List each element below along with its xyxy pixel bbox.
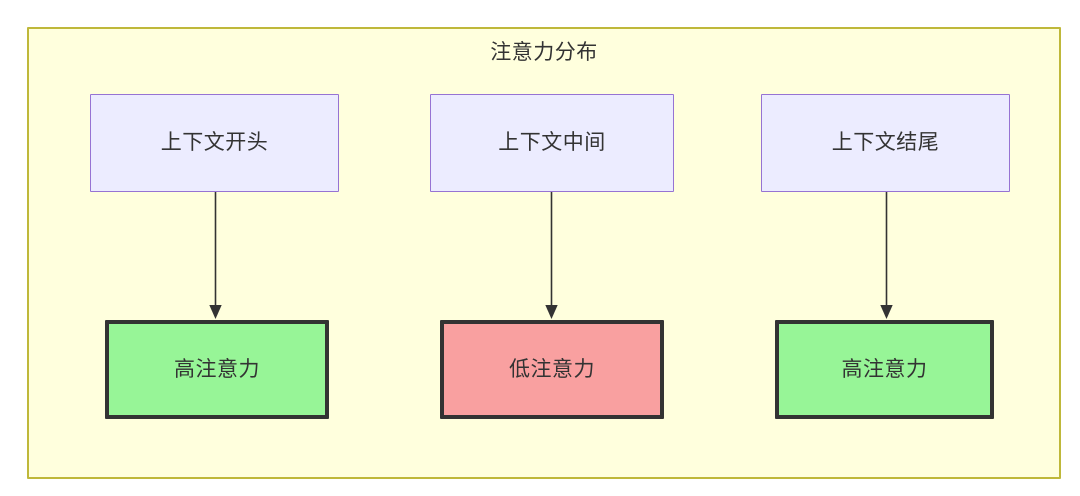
node-attention-low-middle[interactable]: 低注意力	[440, 320, 664, 419]
node-context-start[interactable]: 上下文开头	[90, 94, 339, 192]
node-attention-high-end-label: 高注意力	[841, 357, 928, 381]
attention-distribution-subgraph: 注意力分布 上下文开头 高注意力 上下文中间 低注意力 上下文结尾	[27, 27, 1061, 479]
subgraph-title: 注意力分布	[490, 41, 598, 64]
node-context-middle-label: 上下文中间	[498, 131, 606, 154]
node-attention-low-middle-label: 低注意力	[509, 357, 595, 381]
node-context-start-label: 上下文开头	[160, 131, 269, 154]
node-context-middle[interactable]: 上下文中间	[430, 94, 674, 192]
node-context-end-label: 上下文结尾	[831, 131, 940, 154]
node-attention-high-end[interactable]: 高注意力	[775, 320, 994, 419]
edge-context-end-to-high-attention	[880, 192, 893, 319]
node-attention-high-start-label: 高注意力	[174, 357, 260, 381]
edge-context-start-to-high-attention	[209, 192, 222, 319]
edge-context-middle-to-low-attention	[545, 192, 558, 319]
node-context-end[interactable]: 上下文结尾	[761, 94, 1010, 192]
node-attention-high-start[interactable]: 高注意力	[105, 320, 329, 419]
